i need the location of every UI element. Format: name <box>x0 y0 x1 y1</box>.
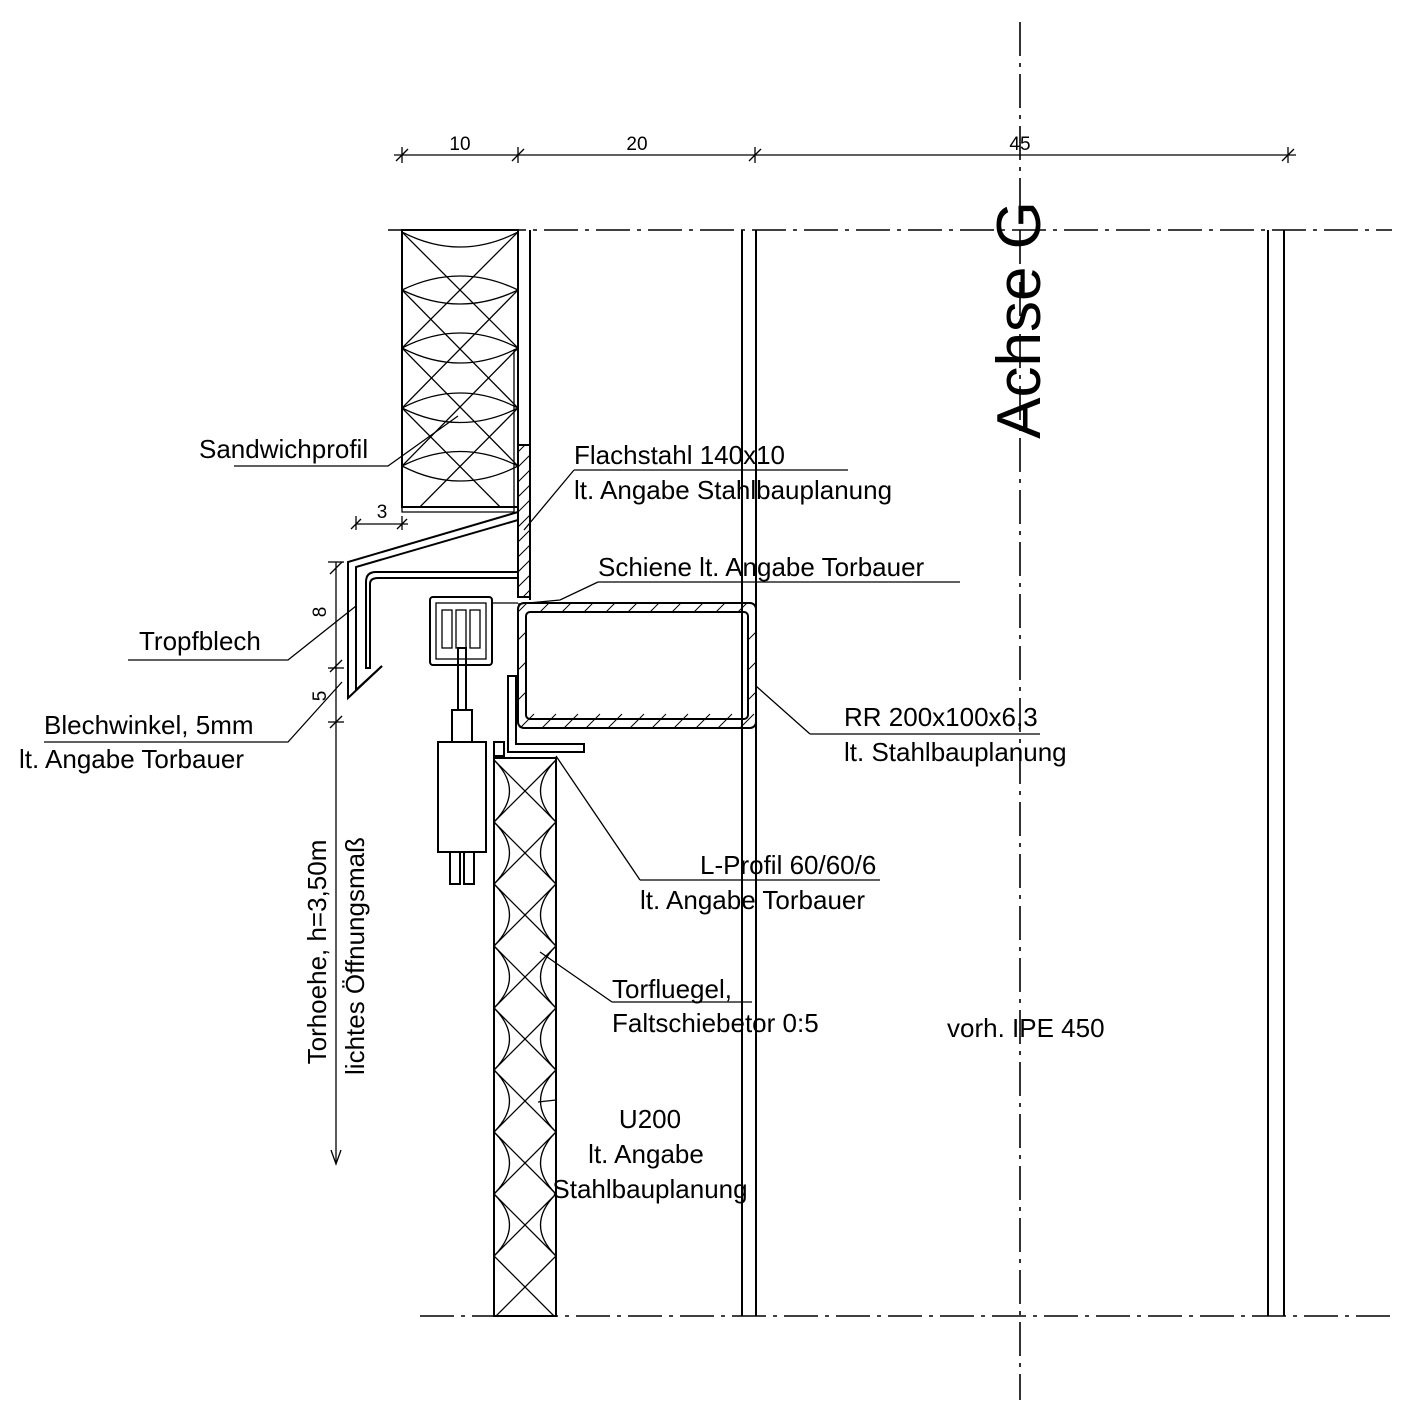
labels: Sandwichprofil Flachstahl 140x10 lt. Ang… <box>19 201 1105 1204</box>
dimension-ticks <box>395 147 1295 163</box>
label-torfluegel: Torfluegel, <box>612 974 732 1004</box>
sandwich-panel <box>401 229 519 513</box>
l-profil-angle <box>507 675 585 753</box>
label-tropfblech: Tropfblech <box>139 626 261 656</box>
top-dimension-chain: 10 20 45 <box>394 134 1296 163</box>
dimension-10: 10 <box>449 134 470 155</box>
label-l-profil-ref: lt. Angabe Torbauer <box>640 885 865 915</box>
label-flachstahl-ref: lt. Angabe Stahlbauplanung <box>574 475 892 505</box>
drip-dimension: 3 <box>350 502 408 530</box>
axis-g-label: Achse G <box>985 201 1054 439</box>
label-torhoehe: Torhoehe, h=3,50m <box>302 840 332 1065</box>
label-u200-ref2: Stahlbauplanung <box>552 1174 747 1204</box>
dimension-20: 20 <box>626 134 647 155</box>
dimension-8: 8 <box>310 607 331 618</box>
label-rr-ref: lt. Stahlbauplanung <box>844 737 1067 767</box>
label-schiene: Schiene lt. Angabe Torbauer <box>598 552 925 582</box>
label-flachstahl: Flachstahl 140x10 <box>574 440 785 470</box>
label-u200-ref: lt. Angabe <box>588 1139 704 1169</box>
rr-hollow-section <box>517 602 757 729</box>
label-blechwinkel: Blechwinkel, 5mm <box>44 710 254 740</box>
label-sandwichprofil: Sandwichprofil <box>199 434 368 464</box>
label-oeffnungsmass: lichtes Öffnungsmaß <box>340 837 370 1075</box>
label-l-profil: L-Profil 60/60/6 <box>700 850 876 880</box>
dimension-45: 45 <box>1009 134 1030 155</box>
door-leaf <box>493 741 557 1317</box>
dimension-3: 3 <box>377 502 388 523</box>
label-blechwinkel-ref: lt. Angabe Torbauer <box>19 744 244 774</box>
blechwinkel-angle <box>365 571 518 669</box>
door-height-dimension: 8 5 <box>310 561 344 1166</box>
sandwich-sheet <box>401 349 518 513</box>
leader-lines <box>44 415 1040 1103</box>
label-rr: RR 200x100x6,3 <box>844 702 1038 732</box>
schiene-rail <box>429 596 518 666</box>
door-hanger <box>437 647 487 885</box>
tropfblech-sheet <box>347 511 519 701</box>
label-u200: U200 <box>619 1104 681 1134</box>
center-lines <box>388 22 1392 1400</box>
label-ipe: vorh. IPE 450 <box>947 1013 1105 1043</box>
label-torfluegel-type: Faltschiebetor 0:5 <box>612 1008 819 1038</box>
ipe-column <box>529 230 1285 1316</box>
dimension-5: 5 <box>310 691 331 702</box>
